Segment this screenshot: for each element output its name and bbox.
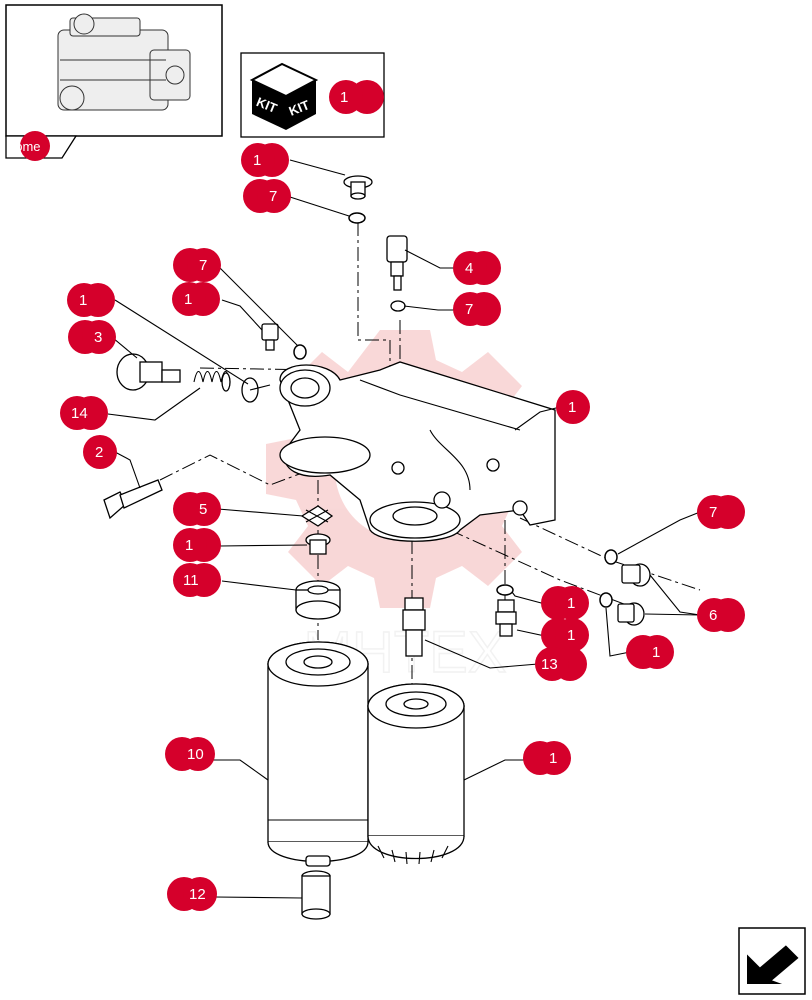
callout-kit[interactable]: 1 xyxy=(329,80,384,114)
callout-valve-disc[interactable]: 1 xyxy=(67,283,115,317)
right-washer-a xyxy=(604,549,618,565)
callout-housing[interactable]: 1 xyxy=(556,390,590,424)
callout-right-filter[interactable]: 1 xyxy=(523,741,571,775)
kit-label-right: KIT xyxy=(287,97,312,119)
callout-housing-label: 1 xyxy=(568,399,576,416)
callout-spring[interactable]: 14 xyxy=(60,396,108,430)
callout-spring-label: 14 xyxy=(71,405,88,422)
callout-sensor-washer-label: 7 xyxy=(465,301,473,318)
back-button[interactable] xyxy=(738,927,806,995)
callout-lower-washer[interactable]: 1 xyxy=(626,635,674,669)
callout-adapter-label: 11 xyxy=(183,572,199,589)
callout-bolt[interactable]: 2 xyxy=(83,435,117,469)
callout-bolt-label: 2 xyxy=(95,444,103,461)
callout-left-filter-label: 10 xyxy=(187,746,204,763)
home-button[interactable]: home xyxy=(5,131,78,161)
callout-sensor-label: 4 xyxy=(465,260,473,277)
nipple xyxy=(402,597,426,657)
kit-panel[interactable]: KIT KIT 1 xyxy=(240,52,385,138)
callout-plugs-pair[interactable]: 6 xyxy=(697,598,745,632)
fitting xyxy=(495,599,517,637)
engine-thumbnail-icon xyxy=(57,13,191,111)
callout-bottom-cap-label: 12 xyxy=(189,886,206,903)
callout-left-filter[interactable]: 10 xyxy=(165,737,215,771)
callout-gasket-label: 5 xyxy=(199,501,207,518)
spring xyxy=(193,370,231,392)
callout-sensor[interactable]: 4 xyxy=(453,251,501,285)
callout-left-washer[interactable]: 7 xyxy=(173,248,221,282)
callout-valve-cap[interactable]: 3 xyxy=(68,320,116,354)
callout-nipple-label: 13 xyxy=(541,656,558,673)
callout-left-plug-label: 1 xyxy=(184,291,192,308)
home-label: home xyxy=(8,139,41,154)
threaded-adapter xyxy=(295,580,341,620)
callout-valve-disc-label: 1 xyxy=(79,292,87,309)
kit-label-left: KIT xyxy=(254,94,279,116)
callout-small-plug-label: 1 xyxy=(185,537,193,554)
callout-fitting-a[interactable]: 1 xyxy=(541,586,589,620)
bolt xyxy=(103,479,163,520)
small-plug xyxy=(305,533,331,555)
callout-top-washer-label: 7 xyxy=(269,188,277,205)
top-plug xyxy=(343,175,373,200)
left-washer xyxy=(293,344,307,360)
callout-sensor-washer[interactable]: 7 xyxy=(453,292,501,326)
top-washer xyxy=(348,212,366,224)
callout-top-plug-label: 1 xyxy=(253,152,261,169)
callout-fitting-b[interactable]: 1 xyxy=(541,618,589,652)
back-arrow-icon xyxy=(745,942,802,986)
callout-small-plug[interactable]: 1 xyxy=(173,528,221,562)
callout-adapter[interactable]: 11 xyxy=(173,563,221,597)
valve-disc xyxy=(241,377,271,403)
kit-box-icon: KIT KIT xyxy=(249,62,319,130)
left-filter xyxy=(267,641,369,867)
right-filter xyxy=(367,683,465,865)
callout-right-washer-label: 7 xyxy=(709,504,717,521)
callout-top-plug[interactable]: 1 xyxy=(241,143,289,177)
callout-top-washer[interactable]: 7 xyxy=(243,179,291,213)
callouts: 1 7 7 1 1 3 14 1 xyxy=(60,143,745,911)
right-plug-a xyxy=(621,563,651,587)
right-washer-b xyxy=(599,592,613,608)
lower-washer xyxy=(496,584,514,596)
callout-left-plug[interactable]: 1 xyxy=(172,282,220,316)
filter-housing xyxy=(279,361,556,542)
callout-bottom-cap[interactable]: 12 xyxy=(167,877,217,911)
engine-thumbnail[interactable] xyxy=(5,4,223,137)
callout-left-washer-label: 7 xyxy=(199,257,207,274)
callout-fitting-b-label: 1 xyxy=(567,627,575,644)
callout-valve-cap-label: 3 xyxy=(94,329,102,346)
callout-gasket[interactable]: 5 xyxy=(173,492,221,526)
pressure-sensor xyxy=(386,235,408,312)
callout-right-filter-label: 1 xyxy=(549,750,557,767)
callout-right-washer[interactable]: 7 xyxy=(697,495,745,529)
callout-plugs-pair-label: 6 xyxy=(709,607,717,624)
callout-nipple[interactable]: 13 xyxy=(535,647,587,681)
callout-lower-washer-label: 1 xyxy=(652,644,660,661)
right-plug-b xyxy=(617,602,645,626)
gasket xyxy=(300,505,334,527)
callout-kit-label: 1 xyxy=(340,89,348,106)
valve-cap xyxy=(116,353,181,391)
bottom-cap xyxy=(301,870,331,920)
callout-fitting-a-label: 1 xyxy=(567,595,575,612)
left-plug xyxy=(261,323,279,351)
